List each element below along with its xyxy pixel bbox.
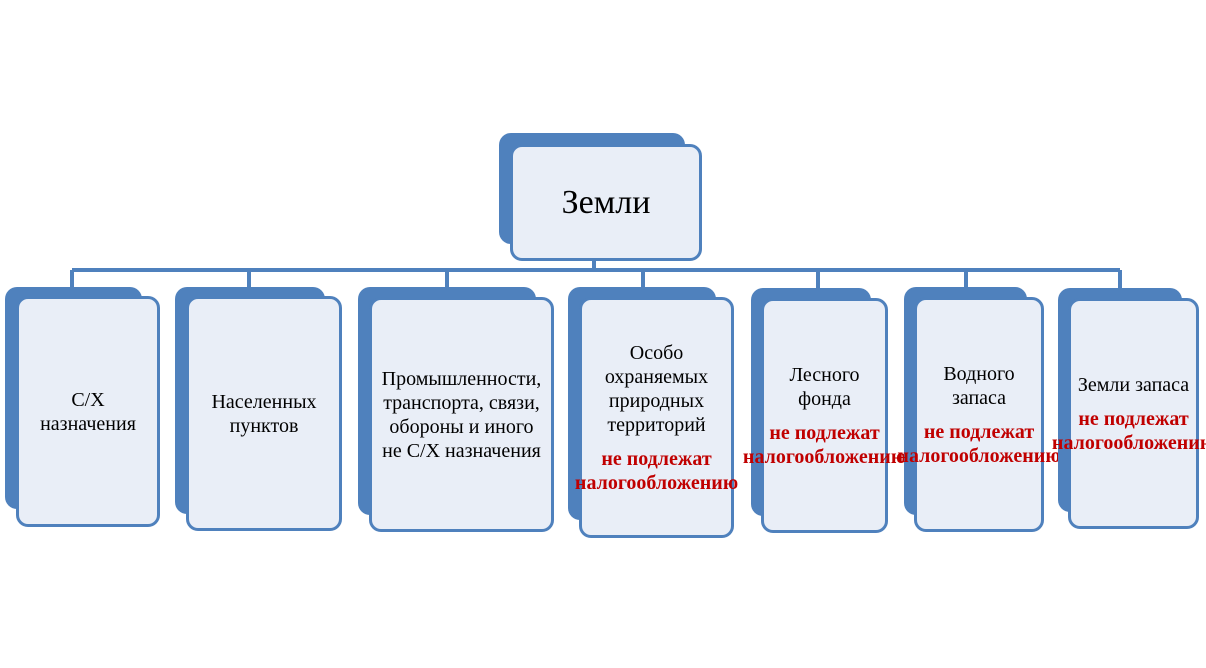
- tax-exempt-note: не подлежат налогообложению: [897, 420, 1061, 467]
- category-node-settlements: Населенных пунктов: [175, 287, 342, 531]
- category-node-industry: Промышленности, транспорта, связи, оборо…: [358, 287, 554, 532]
- category-label: Населенных пунктов: [211, 390, 317, 437]
- root-node: Земли: [499, 133, 704, 263]
- category-label: Особо охраняемых природных территорий: [604, 341, 709, 436]
- category-label: Земли запаса: [1077, 373, 1190, 396]
- category-node-water-reserve: Водного запаса не подлежат налогообложен…: [897, 287, 1061, 532]
- tax-exempt-note: не подлежат налогообложению: [574, 447, 739, 494]
- category-label: Лесного фонда: [789, 363, 860, 410]
- category-label: Водного запаса: [943, 362, 1015, 409]
- category-node-agricultural: С/Х назначения: [5, 287, 160, 527]
- category-node-forest-fund: Лесного фонда не подлежат налогообложени…: [743, 288, 906, 533]
- category-label: Промышленности, транспорта, связи, оборо…: [381, 367, 542, 462]
- category-label: С/Х назначения: [40, 388, 136, 435]
- tax-exempt-note: не подлежат налогообложению: [742, 421, 907, 468]
- tax-exempt-note: не подлежат налогообложению: [1051, 407, 1206, 454]
- category-node-protected-territories: Особо охраняемых природных территорий не…: [568, 287, 738, 538]
- category-node-reserve-lands: Земли запаса не подлежат налогообложению: [1052, 288, 1206, 529]
- root-label: Земли: [561, 183, 651, 221]
